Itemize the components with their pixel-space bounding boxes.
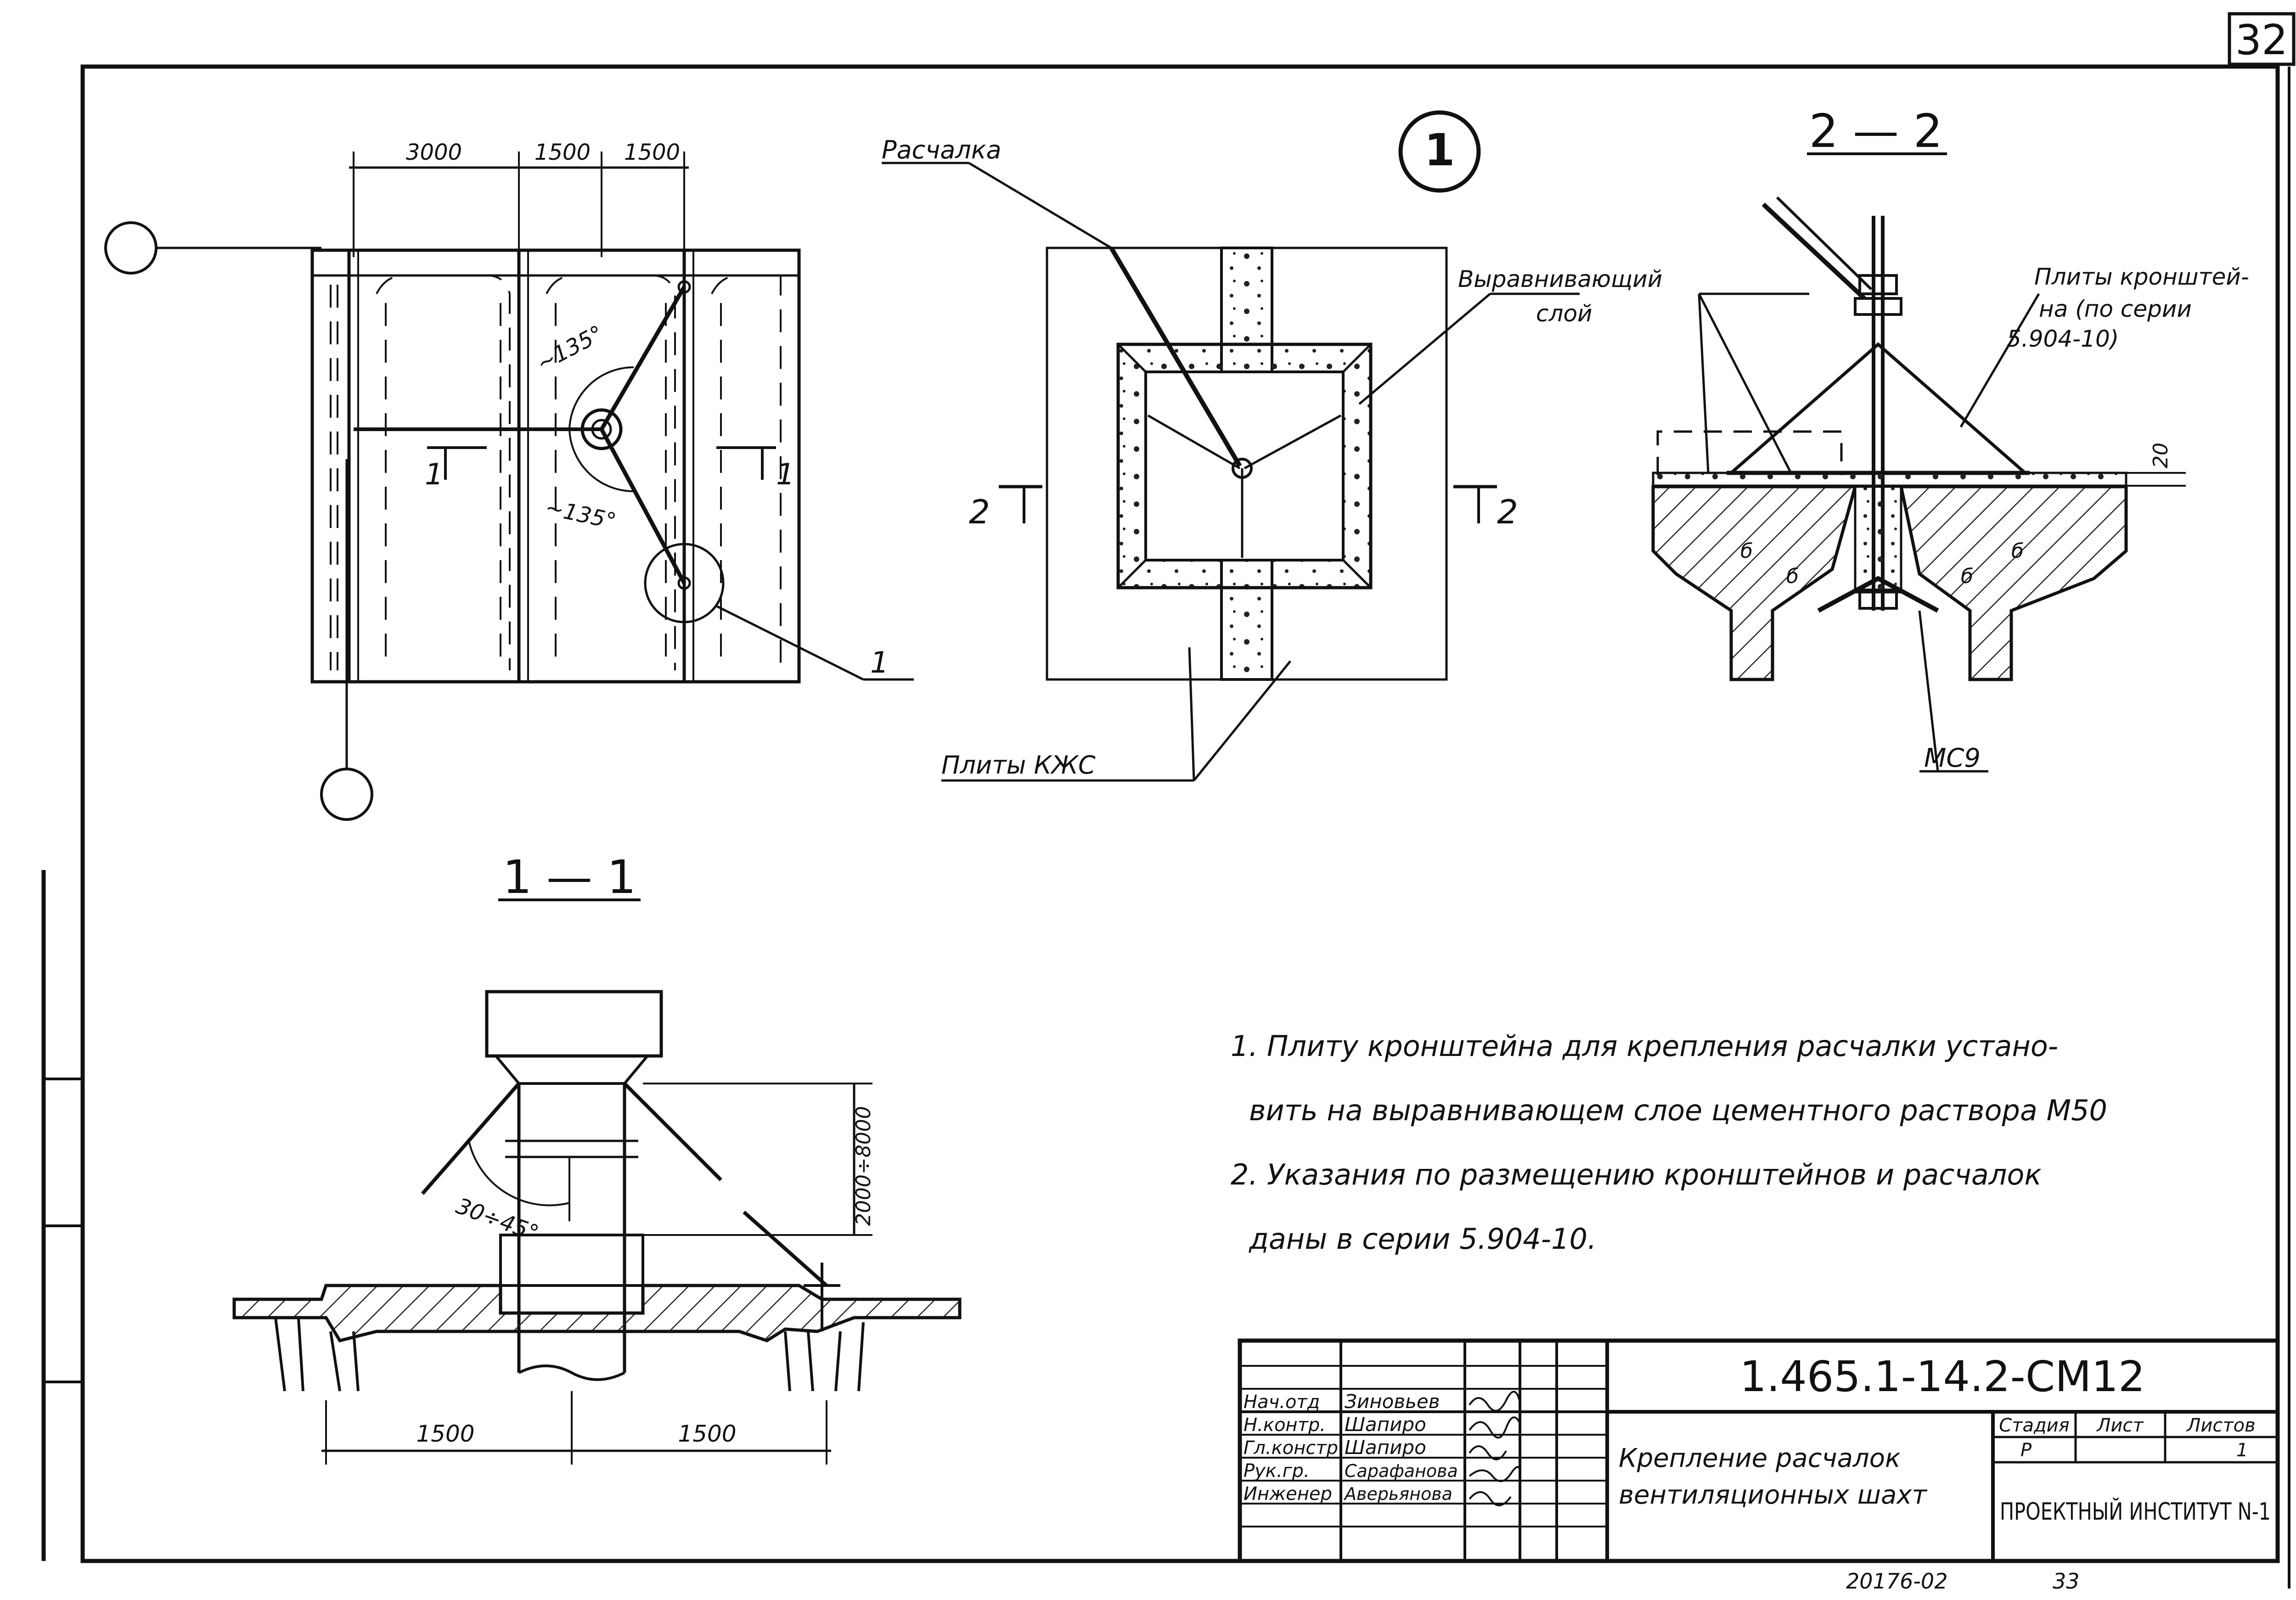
- note-line-1: 1. Плиту кронштейна для крепления расчал…: [1231, 1029, 2058, 1063]
- role-2: Н.контр.: [1244, 1415, 1326, 1436]
- sheet-frame: [41, 12, 2296, 1589]
- label-leveling-layer-2: слой: [1536, 300, 1593, 327]
- plan-dim-1500-b: 1500: [624, 140, 680, 165]
- name-3: Шапиро: [1345, 1436, 1426, 1459]
- label-bracket-line-2: на (по серии: [2039, 296, 2192, 322]
- drawing-title-1: Крепление расчалок: [1619, 1443, 1901, 1473]
- name-4: Сарафанова: [1345, 1461, 1458, 1481]
- label-bracket-line-1: Плиты кронштей-: [2034, 264, 2249, 290]
- slab-mark-3: б: [1961, 565, 1973, 588]
- section-1-1-view: [232, 898, 962, 1465]
- sheet-number: 32: [2235, 16, 2288, 64]
- header-sheet: Лист: [2096, 1415, 2144, 1436]
- plan-callout-number: 1: [870, 646, 889, 680]
- role-3: Гл.констр: [1244, 1437, 1338, 1459]
- plan-dim-1500-a: 1500: [535, 140, 591, 165]
- label-guy-wire: Расчалка: [882, 135, 1002, 164]
- bottom-code: 20176-02: [1846, 1569, 1947, 1594]
- plan-dim-3000: 3000: [406, 140, 462, 165]
- name-2: Шапиро: [1345, 1413, 1426, 1436]
- label-bracket-line-3: 5.904-10): [2007, 326, 2119, 352]
- detail-1-section-mark-right: 2: [1497, 493, 1518, 531]
- signatures: [1469, 1391, 1521, 1506]
- value-sheets: 1: [2236, 1440, 2248, 1461]
- section-2-2-view: [1651, 152, 2186, 773]
- name-1: Зиновьев: [1345, 1390, 1440, 1413]
- plan-view: [104, 152, 914, 821]
- drawing-title-2: вентиляционных шахт: [1619, 1480, 1927, 1510]
- notes-block: 1. Плиту кронштейна для крепления расчал…: [1231, 1029, 2107, 1256]
- section-2-2-title: 2 — 2: [1809, 104, 1943, 158]
- section-1-1-dim-left: 1500: [416, 1420, 474, 1447]
- section-1-1-angle: 30÷45°: [453, 1193, 542, 1246]
- header-sheets: Листов: [2186, 1415, 2255, 1436]
- dim-20: 20: [2149, 443, 2172, 468]
- plan-section-mark-right: 1: [776, 458, 795, 492]
- plan-section-mark-left: 1: [425, 458, 444, 492]
- section-1-1-dim-right: 1500: [678, 1420, 736, 1447]
- label-ms9: МС9: [1924, 743, 1981, 773]
- organization: ПРОЕКТНЫЙ ИНСТИТУТ N-1: [2000, 1498, 2271, 1526]
- detail-1-section-mark-left: 2: [969, 493, 990, 531]
- role-5: Инженер: [1244, 1483, 1332, 1505]
- note-line-4: даны в серии 5.904-10.: [1249, 1222, 1597, 1256]
- plan-angle-top: ~135°: [532, 320, 608, 377]
- section-1-1-height: 2000÷8000: [852, 1106, 875, 1226]
- name-5: Аверьянова: [1343, 1484, 1452, 1504]
- note-line-3: 2. Указания по размещению кронштейнов и …: [1231, 1158, 2042, 1191]
- title-block: [1238, 1338, 2280, 1563]
- bottom-page: 33: [2053, 1569, 2080, 1594]
- value-stage: Р: [2020, 1440, 2032, 1461]
- role-1: Нач.отд: [1244, 1392, 1320, 1413]
- header-stage: Стадия: [1999, 1415, 2069, 1436]
- detail-1-title: 1: [1424, 124, 1455, 176]
- slab-mark-1: б: [1740, 539, 1753, 563]
- slab-mark-4: б: [2011, 539, 2024, 563]
- section-1-1-title: 1 — 1: [503, 850, 636, 904]
- document-code: 1.465.1-14.2-СМ12: [1739, 1352, 2145, 1401]
- role-4: Рук.гр.: [1244, 1460, 1310, 1482]
- label-leveling-layer-1: Выравнивающий: [1458, 266, 1662, 292]
- plan-angle-bottom: ~135°: [543, 494, 619, 534]
- slab-mark-2: б: [1786, 565, 1799, 588]
- label-plates-kzhs: Плиты КЖС: [941, 751, 1096, 780]
- detail-1-view: [882, 110, 1580, 782]
- note-line-2: вить на выравнивающем слое цементного ра…: [1249, 1094, 2107, 1127]
